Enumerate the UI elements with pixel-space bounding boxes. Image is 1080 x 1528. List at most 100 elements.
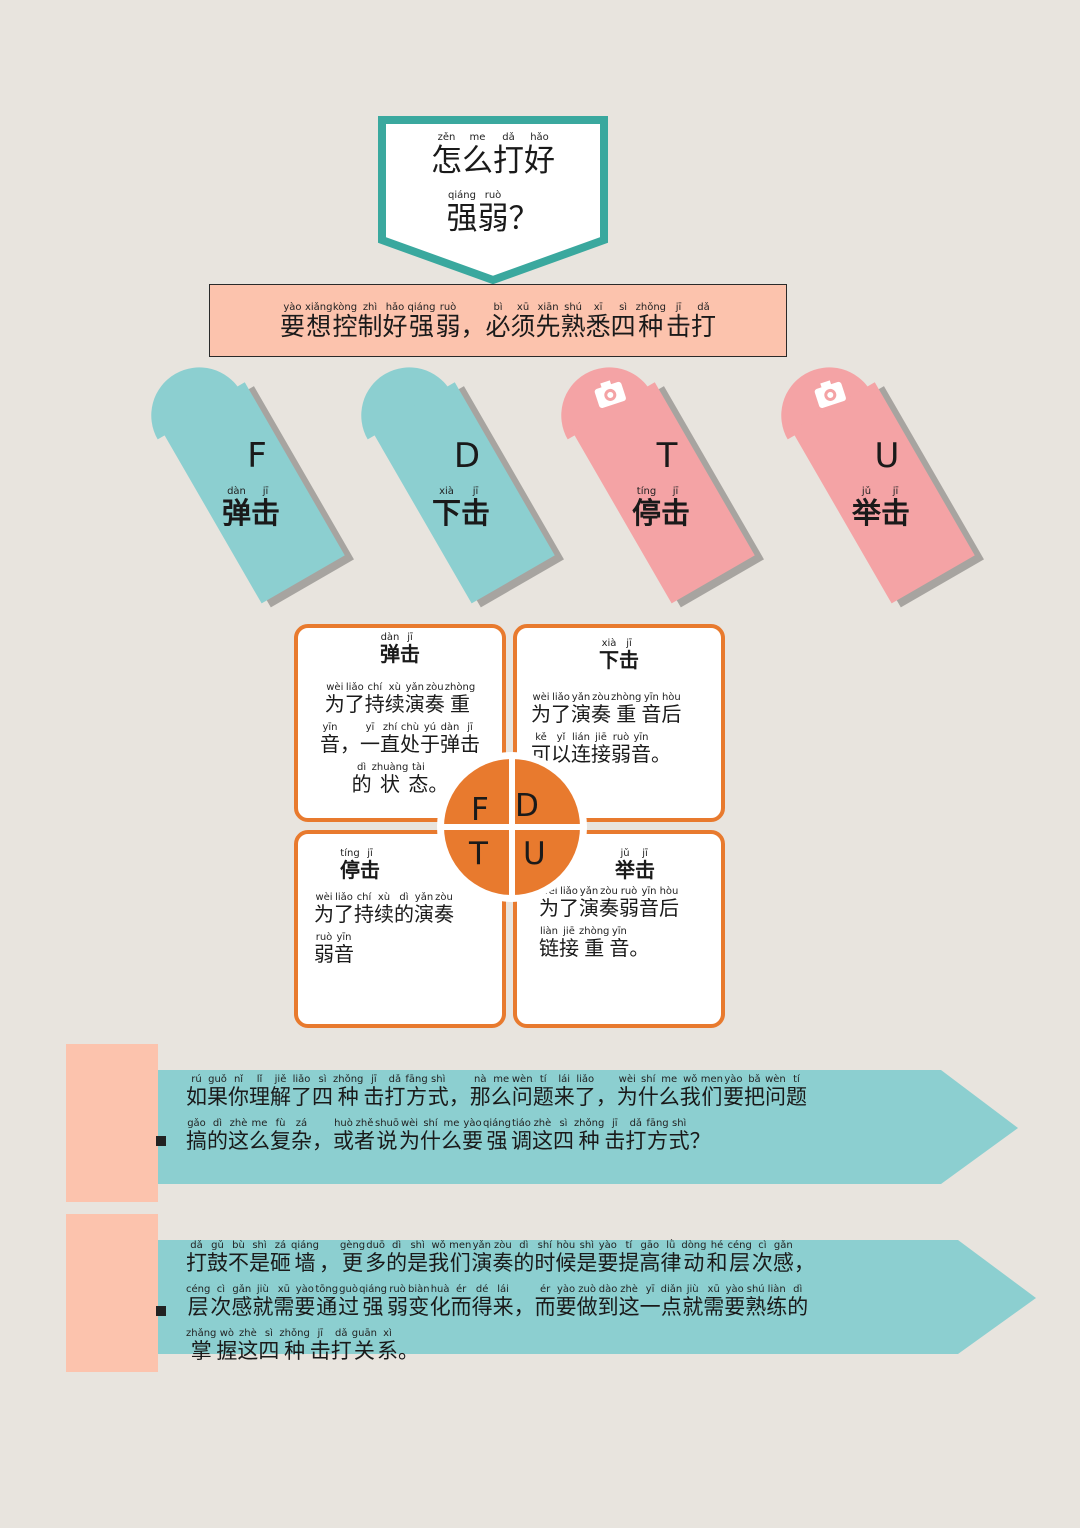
quadrant-heading: 举jǔ击jī (533, 848, 737, 880)
ruby-char: 音yīn (631, 732, 651, 766)
ruby-char: 先xiān (535, 302, 561, 341)
ruby-char: 音yīn (641, 692, 662, 726)
ruby-char: 弱ruò (611, 732, 631, 766)
ruby-char: 得dé (471, 1284, 493, 1319)
ruby-char: 持chí (364, 682, 385, 716)
ruby-char: 音yīn (609, 926, 630, 960)
ruby-char: 方fāng (646, 1118, 669, 1153)
ruby-char: 。 (629, 936, 650, 960)
ruby-char: 而ér (450, 1284, 472, 1319)
ruby-char: 续xù (384, 682, 405, 716)
ruby-char: 什shí (420, 1118, 441, 1153)
ruby-char: 而ér (534, 1284, 556, 1319)
ruby-char: 弱ruò (314, 932, 334, 966)
ruby-char: 砸zá (270, 1240, 291, 1275)
ruby-char: 什shí (637, 1074, 659, 1109)
ruby-char: 了liǎo (574, 1074, 596, 1109)
ruby-char: 了liǎo (551, 692, 571, 726)
camera-icon (814, 380, 846, 409)
ruby-char: 掌zhǎng (186, 1328, 217, 1363)
ruby-char: 次cì (210, 1284, 232, 1319)
ruby-char: 的dì (787, 1284, 809, 1319)
ruby-char: 击jī (460, 722, 480, 756)
circle-letter-t: T (469, 836, 488, 872)
ruby-char: 奏zòu (492, 1240, 514, 1275)
ruby-char: 解jiě (270, 1074, 291, 1109)
ruby-char: 墙qiáng (291, 1240, 319, 1275)
ruby-char: 举jǔ (851, 486, 881, 530)
ruby-char: 果guǒ (207, 1074, 228, 1109)
text-line: 搞gǎo的dì这zhè么me复fù杂zá， 或huò者zhě说shuō为wèi什… (186, 1118, 807, 1162)
ruby-char: 态tài (408, 762, 429, 796)
ruby-char: 种zhǒng (279, 1328, 310, 1363)
ruby-char: ， (448, 1085, 470, 1109)
ruby-char: 的dì (386, 1240, 408, 1275)
ruby-char: 的dì (207, 1118, 228, 1153)
ruby-char: 要yào (555, 1284, 577, 1319)
ruby-char: 击jī (461, 486, 491, 530)
ruby-char: 击jī (604, 1118, 626, 1153)
ruby-char: 于yú (420, 722, 440, 756)
ruby-char: 我wǒ (679, 1074, 701, 1109)
circle-letter-d: D (515, 788, 539, 824)
ruby-char: 的dì (513, 1240, 535, 1275)
ruby-char: 式shì (427, 1074, 449, 1109)
title-badge: 怎zěn么me打dǎ好hǎo 强qiáng弱ruò？ (378, 116, 608, 286)
ruby-char: 复fù (270, 1118, 291, 1153)
ruby-char: 。 (651, 742, 671, 766)
ruby-char: 杂zá (291, 1118, 312, 1153)
question-arrow: 如rú果guǒ你nǐ理lǐ解jiě了liǎo四sì种zhǒng击jī打dǎ方fā… (66, 1044, 1046, 1204)
ruby-char: 好hǎo (382, 302, 408, 341)
question-arrow-shape (66, 1044, 1018, 1202)
ruby-char: 持chí (354, 892, 374, 926)
ruby-char: 奏zòu (591, 692, 611, 726)
ruby-char: 打dǎ (330, 1328, 352, 1363)
text-line: 为wèi了liǎo演yǎn奏zòu重zhòng音yīn后hòu (531, 692, 721, 732)
circle-letter-u: U (523, 836, 546, 872)
ruby-char: 过guò (338, 1284, 360, 1319)
answer-arrow-shape (66, 1214, 1036, 1372)
ruby-char: 必bì (485, 302, 511, 341)
ruby-char: 音yīn (639, 886, 659, 920)
ruby-char: 这zhè (618, 1284, 640, 1319)
ruby-char: 击jī (635, 848, 655, 882)
ruby-char: 想xiǎng (304, 302, 333, 341)
ruby-char: 停tíng (631, 486, 661, 530)
ruby-char: 弱ruò (387, 1284, 408, 1319)
circle-letter-f: F (471, 792, 489, 828)
ruby-char: 多duō (365, 1240, 387, 1275)
ruby-char: 你nǐ (228, 1074, 249, 1109)
ruby-char: 题tí (532, 1074, 554, 1109)
tag-shape (361, 367, 564, 608)
ruby-char: 这zhè (531, 1118, 553, 1153)
ruby-char: ， (340, 732, 360, 756)
text-line: 打dǎ鼓gǔ不bù是shì砸zá墙qiáng， 更gèng多duō的dì是shì… (186, 1240, 815, 1284)
question-text: 如rú果guǒ你nǐ理lǐ解jiě了liǎo四sì种zhǒng击jī打dǎ方fā… (186, 1074, 807, 1162)
ruby-char: 打dǎ (186, 1240, 207, 1275)
ruby-char: 熟shú (560, 302, 586, 341)
ruby-char: 续xù (374, 892, 394, 926)
ruby-char: ， (460, 312, 486, 341)
ruby-char: 演yǎn (571, 692, 591, 726)
ftdu-circle: F D T U (437, 752, 587, 902)
ruby-char: 音yīn (320, 722, 340, 756)
ruby-char: 为wèi (616, 1074, 638, 1109)
ruby-char: 强qiáng (483, 1118, 511, 1153)
ruby-char: 四sì (610, 302, 636, 341)
ruby-char: 控kòng (332, 302, 358, 341)
ruby-char: 击jī (400, 632, 420, 666)
quadrant-heading: 下xià击jī (517, 638, 721, 670)
ruby-char: 打dǎ (493, 132, 524, 179)
text-line: 的dì状zhuàng态tài。 (298, 762, 502, 802)
ruby-char: 问wèn (764, 1074, 786, 1109)
ruby-char: 握wò (216, 1328, 238, 1363)
ruby-char: 要yào (294, 1284, 316, 1319)
ruby-char: 变biàn (408, 1284, 430, 1319)
tag-shape (781, 367, 984, 608)
ruby-char: 动dòng (681, 1240, 707, 1275)
ruby-char: 到dào (597, 1284, 619, 1319)
ruby-char: 弹dàn (440, 722, 460, 756)
ruby-char: 这zhè (237, 1328, 259, 1363)
ruby-char: ？ (508, 201, 540, 237)
